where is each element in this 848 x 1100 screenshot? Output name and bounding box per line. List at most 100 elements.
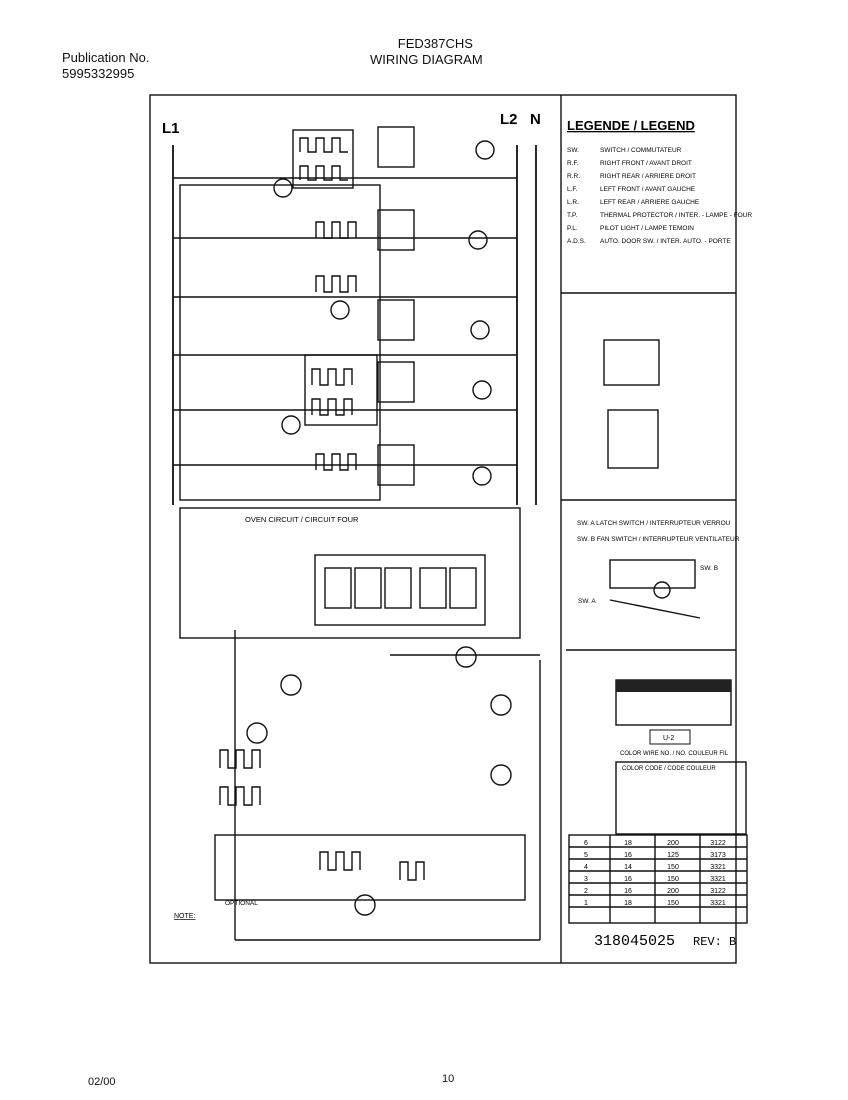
legend-title: LEGENDE / LEGEND: [567, 118, 695, 133]
part-number: 318045025: [594, 933, 675, 950]
wire-table-cell: 18: [624, 840, 632, 847]
color-code-grid: [615, 761, 747, 835]
cf-switch-box: [377, 299, 415, 341]
legend-code: A.D.S.: [567, 238, 586, 245]
wire-table-cell: 18: [624, 900, 632, 907]
wire-table-cell: 3122: [710, 840, 726, 847]
wire-table-cell: 200: [667, 840, 679, 847]
hidden-bake-coil-2: [399, 861, 425, 881]
legend-text: LEFT REAR / ARRIERE GAUCHE: [600, 199, 700, 206]
rf-inner-coil: [299, 165, 348, 181]
wire-table-cell: 125: [667, 852, 679, 859]
legend-switch-box-1: [603, 339, 660, 386]
neutral-label: N: [530, 111, 541, 128]
u2-badge-text: U-2: [663, 735, 674, 742]
oven-circuit-title: OVEN CIRCUIT / CIRCUIT FOUR: [245, 515, 359, 524]
rr-element-coil: [315, 221, 357, 239]
rf-switch-box: [377, 126, 415, 168]
lr-element-coil: [315, 453, 357, 471]
wire-table-cell: 3173: [710, 852, 726, 859]
wire-table-cell: 3321: [710, 876, 726, 883]
legend-text: THERMAL PROTECTOR / INTER. - LAMPE - FOU…: [600, 212, 752, 219]
pilot-light-3: [281, 415, 301, 435]
convection-fan-motor: [280, 674, 302, 696]
rr-switch-box: [377, 209, 415, 251]
optional-label: OPTIONAL: [225, 900, 258, 907]
dual-element-box: [292, 129, 354, 189]
broil-element-coil: [219, 786, 261, 806]
wire-table-cell: 5: [584, 852, 588, 859]
latch-tag-b: SW. B: [700, 565, 718, 572]
diagram-title: WIRING DIAGRAM: [370, 52, 483, 67]
surface-unit-outline: [179, 184, 381, 501]
revision: REV: B: [693, 935, 736, 949]
cooling-fan-motor: [246, 722, 268, 744]
legend-code: L.R.: [567, 199, 579, 206]
hot-surface-lf: [472, 380, 492, 400]
hot-surface-lr: [472, 466, 492, 486]
lf-inner-coil: [311, 398, 353, 416]
l1-label: L1: [162, 120, 180, 137]
wire-table-cell: 4: [584, 864, 588, 871]
broil-lamp: [354, 894, 376, 916]
diagram-frame: [149, 94, 737, 964]
wire-table-cell: 2: [584, 888, 588, 895]
lr-switch-box: [377, 444, 415, 486]
legend-text: RIGHT REAR / ARRIERE DROIT: [600, 173, 696, 180]
legend-switch-box-2: [607, 409, 659, 469]
pilot-light-1: [273, 178, 293, 198]
oven-circuit-frame: [179, 507, 521, 639]
lf-dual-box: [304, 354, 378, 426]
legend-text: RIGHT FRONT / AVANT DROIT: [600, 160, 692, 167]
oven-control-board: [314, 554, 486, 626]
wire-table-cell: 3122: [710, 888, 726, 895]
model-number: FED387CHS: [397, 36, 473, 51]
wire-table-cell: 14: [624, 864, 632, 871]
wire-table-title: COLOR WIRE NO. / NO. COULEUR FIL: [620, 751, 729, 757]
latch-note-b: SW. B FAN SWITCH / INTERRUPTEUR VENTILAT…: [577, 536, 740, 543]
legend-text: SWITCH / COMMUTATEUR: [600, 147, 682, 154]
title-block: FED387CHS WIRING DIAGRAM: [370, 36, 483, 68]
wire-table-cell: 150: [667, 864, 679, 871]
legend-text: PILOT LIGHT / LAMPE TEMOIN: [600, 225, 694, 232]
publication-block: Publication No. 5995332995: [62, 50, 149, 82]
wire-table-cell: 3321: [710, 864, 726, 871]
legend-code: L.F.: [567, 186, 578, 193]
legend-code: P.L.: [567, 225, 578, 232]
bake-element-coil: [219, 749, 261, 769]
rf-element-coil: [299, 137, 348, 153]
hidden-bake-coil: [319, 851, 361, 871]
lf-switch-box: [377, 361, 415, 403]
wire-table-grid: [568, 834, 748, 924]
legend-code: R.R.: [567, 173, 580, 180]
legend-text: AUTO. DOOR SW. / INTER. AUTO. - PORTE: [600, 238, 731, 245]
latch-assembly: [609, 559, 696, 589]
footer-date: 02/00: [88, 1076, 116, 1088]
wire-table-cell: 150: [667, 900, 679, 907]
cf-element-coil: [315, 275, 357, 293]
oven-fan-motor: [455, 646, 477, 668]
hot-surface-rf: [475, 140, 495, 160]
hot-surface-rr: [468, 230, 488, 250]
latch-note-a: SW. A LATCH SWITCH / INTERRUPTEUR VERROU: [577, 520, 731, 527]
lf-element-coil: [311, 368, 353, 386]
wire-table-cell: 3321: [710, 900, 726, 907]
wire-table-cell: 6: [584, 840, 588, 847]
publication-label: Publication No.: [62, 50, 150, 65]
vent-fan-motor: [490, 694, 512, 716]
pilot-light-2: [330, 300, 350, 320]
note-label: NOTE:: [174, 913, 195, 920]
legend-code: SW.: [567, 147, 579, 154]
wire-table-title-bar: [616, 680, 731, 692]
wire-table-cell: 16: [624, 876, 632, 883]
wire-table-cell: 200: [667, 888, 679, 895]
wire-table-cell: 150: [667, 876, 679, 883]
wire-table-cell: 16: [624, 852, 632, 859]
legend-text: LEFT FRONT / AVANT GAUCHE: [600, 186, 696, 193]
wire-table-cell: 1: [584, 900, 588, 907]
latch-tag-a: SW. A: [578, 598, 596, 605]
legend-code: T.P.: [567, 212, 578, 219]
hot-surface-cf: [470, 320, 490, 340]
color-code-title: COLOR CODE / CODE COULEUR: [622, 766, 716, 772]
